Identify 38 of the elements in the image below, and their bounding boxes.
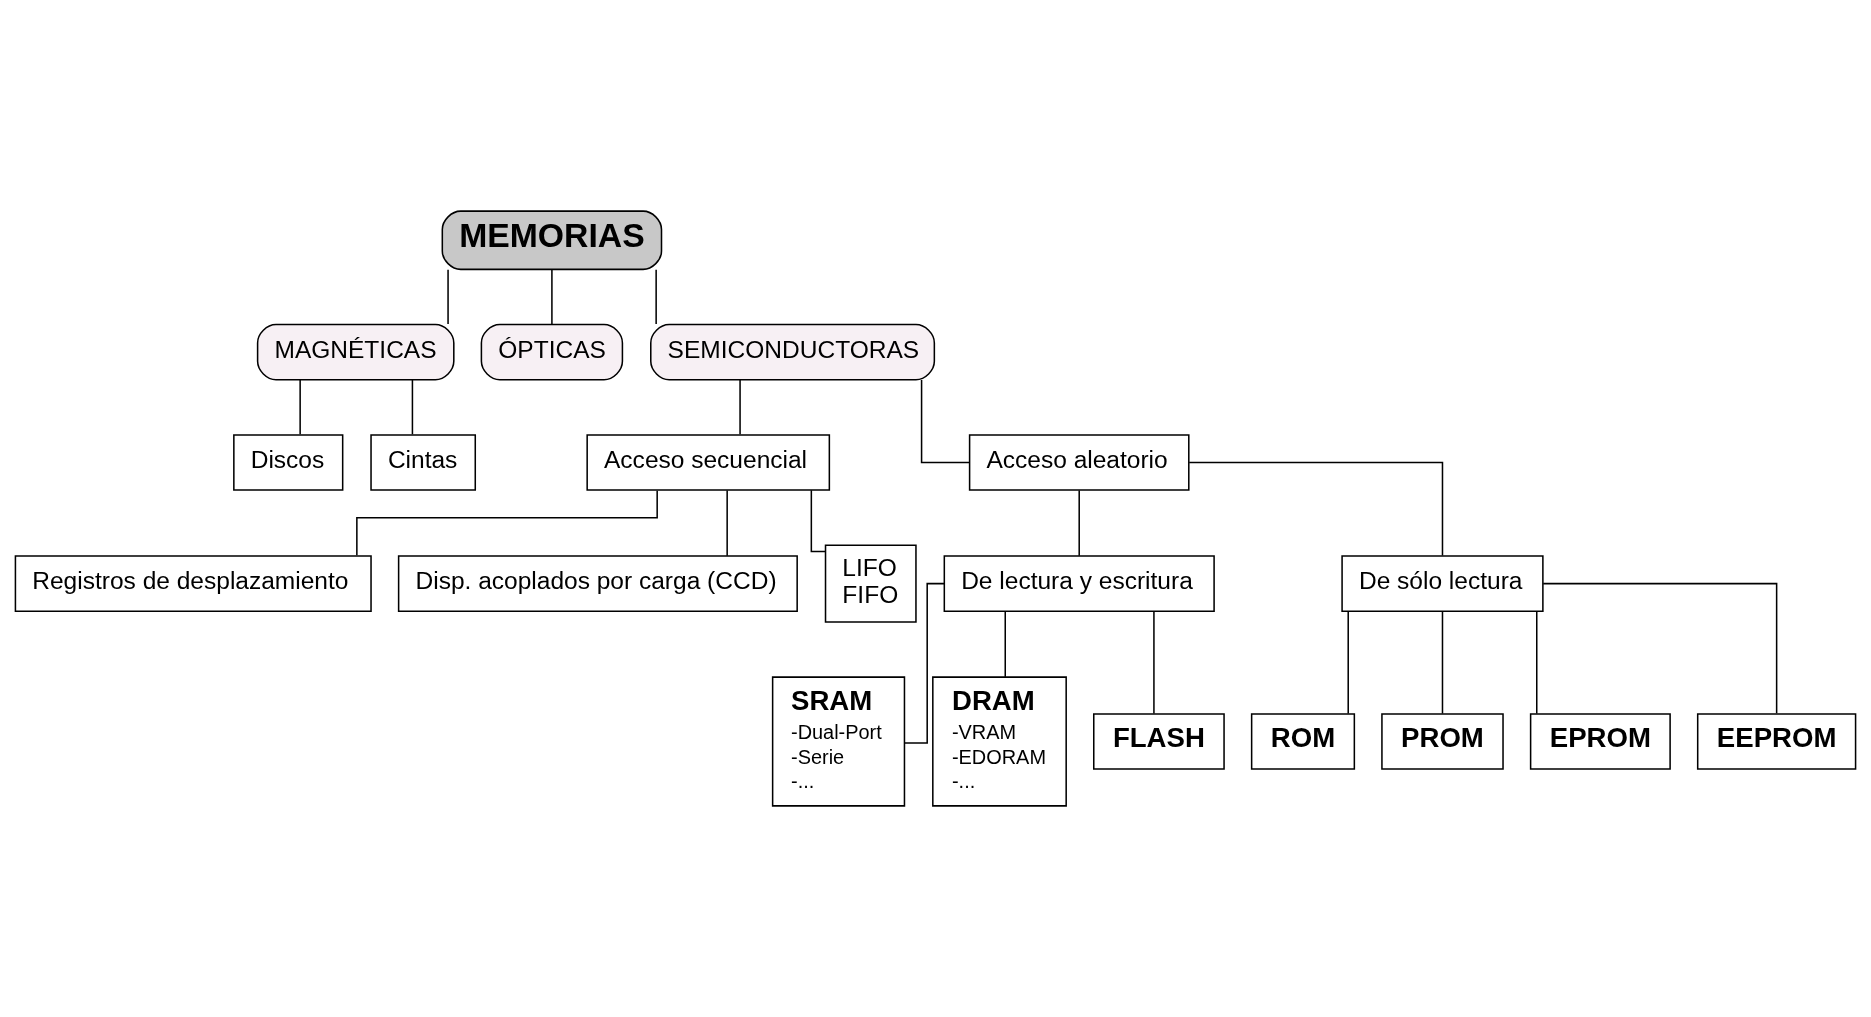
- connector: [1188, 461, 1444, 557]
- node-box: FLASH: [1093, 713, 1225, 770]
- node-box: ÓPTICAS: [480, 323, 624, 381]
- node-box: PROM: [1381, 713, 1504, 770]
- connector: [1441, 611, 1444, 715]
- connector: [1153, 611, 1155, 715]
- connector: [411, 379, 414, 436]
- connector: [551, 268, 553, 325]
- connector: [356, 490, 658, 557]
- connector: [447, 268, 449, 325]
- node-box: Discos: [233, 434, 344, 491]
- node-box: Acceso secuencial: [586, 434, 831, 491]
- node-box: DRAM -VRAM -EDORAM -...: [932, 676, 1067, 807]
- node-box: EPROM: [1529, 713, 1671, 770]
- node-box: De lectura y escritura: [943, 555, 1215, 612]
- connector: [299, 379, 301, 436]
- connector: [1004, 611, 1006, 678]
- connector: [1536, 611, 1538, 715]
- node-box: Cintas: [370, 434, 477, 491]
- node-box: SRAM -Dual-Port -Serie -...: [771, 676, 906, 807]
- connector: [1078, 489, 1080, 557]
- node-box: Registros de desplazamiento: [14, 555, 372, 612]
- connector: [739, 379, 741, 436]
- node-box: MEMORIAS: [441, 210, 663, 271]
- connector: [1542, 582, 1778, 715]
- node-box: SEMICONDUCTORAS: [650, 323, 936, 381]
- node-box: EEPROM: [1696, 713, 1857, 770]
- connector: [920, 379, 971, 464]
- node-box: De sólo lectura: [1341, 555, 1544, 612]
- connector: [1347, 611, 1349, 715]
- connector: [810, 489, 826, 553]
- node-box: LIFO FIFO: [824, 544, 917, 623]
- connector: [726, 489, 728, 557]
- node-box: Acceso aleatorio: [968, 434, 1190, 491]
- connector: [655, 268, 657, 325]
- node-box: ROM: [1250, 713, 1356, 770]
- node-box: MAGNÉTICAS: [256, 323, 455, 381]
- node-box: Disp. acoplados por carga (CCD): [397, 555, 798, 612]
